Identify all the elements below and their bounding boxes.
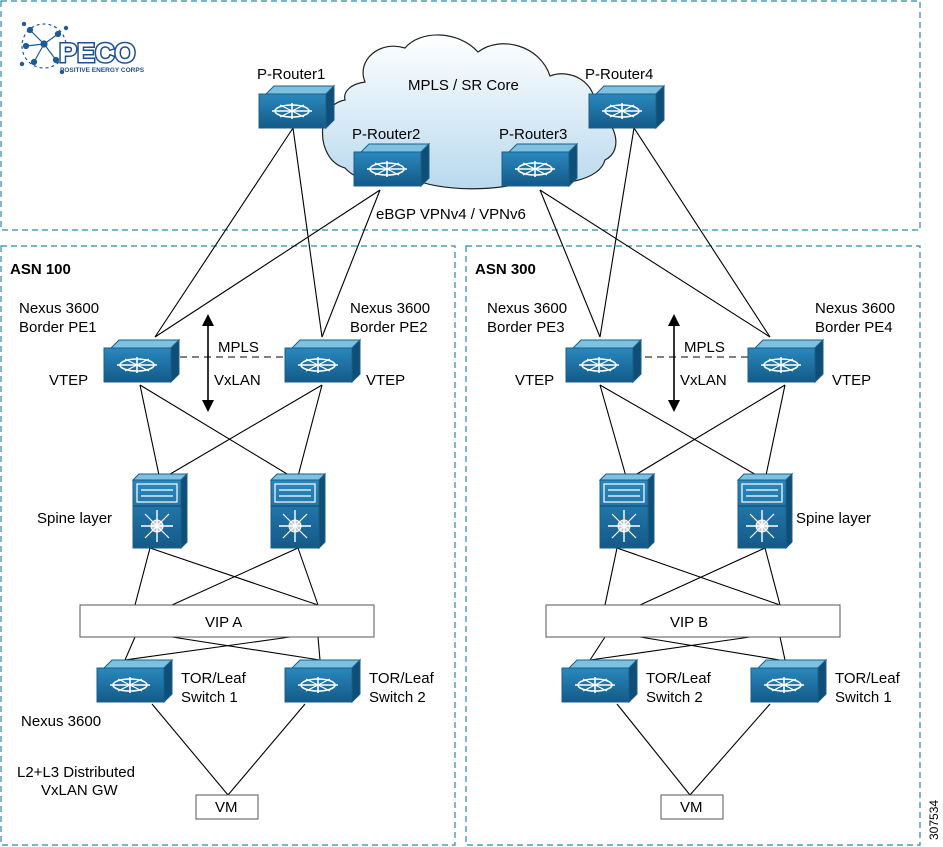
asn100-tor2-label-line2: Switch 2 [369,689,426,706]
pe4-vtep-label: VTEP [832,372,871,389]
peco-logo: PECO POSITIVE ENERGY CORPS [19,21,145,75]
core-region-box [0,0,921,231]
p-router3-label: P-Router3 [499,126,567,143]
asn300-vxlan-label: VxLAN [680,372,727,389]
asn100-label: ASN 100 [10,261,71,278]
pe3-label-line1: Nexus 3600 [487,300,567,317]
gw-label-line1: L2+L3 Distributed [17,764,135,781]
pe4-label-line2: Border PE4 [815,319,893,336]
vip-a-box [79,604,375,638]
asn300-tor2-label-line1: TOR/Leaf [646,670,712,687]
asn100-tor1-icon [96,659,173,703]
asn100-spine-label: Spine layer [37,510,112,527]
border-pe3-icon [565,339,642,383]
asn300-tor1-icon [750,659,827,703]
asn300-mpls-vxlan-marker [645,314,750,412]
p-router3-icon [501,143,578,187]
asn300-vm-label: VM [680,799,703,816]
asn100-tor2-icon [284,659,361,703]
nexus-3600-label: Nexus 3600 [21,713,101,730]
p-router2-icon [353,143,430,187]
asn100-spine2-icon [270,473,326,549]
p-router4-icon [588,85,665,129]
cloud-label: MPLS / SR Core [408,77,519,94]
asn100-mpls-vxlan-marker [180,314,285,412]
pe2-vtep-label: VTEP [366,372,405,389]
asn300-tor1-label-line1: TOR/Leaf [835,670,901,687]
pe2-label-line1: Nexus 3600 [350,300,430,317]
asn300-links [589,384,786,796]
pe1-label-line1: Nexus 3600 [19,300,99,317]
asn100-spine1-icon [132,473,188,549]
border-pe4-icon [747,339,824,383]
pe3-vtep-label: VTEP [515,372,554,389]
gw-label-line2: VxLAN GW [41,782,119,799]
border-pe2-icon [284,339,361,383]
p-router4-label: P-Router4 [585,66,653,83]
vip-b-box [545,604,841,638]
asn100-tor2-label-line1: TOR/Leaf [369,670,435,687]
asn300-tor2-label-line2: Switch 2 [646,689,703,706]
asn300-vm-box [660,794,724,820]
p-router2-label: P-Router2 [352,126,420,143]
asn300-label: ASN 300 [475,261,536,278]
core-links [154,127,771,338]
pe1-vtep-label: VTEP [49,372,88,389]
asn100-tor1-label-line1: TOR/Leaf [181,670,247,687]
asn300-spine-label: Spine layer [796,510,871,527]
asn100-tor1-label-line2: Switch 1 [181,689,238,706]
pe3-label-line2: Border PE3 [487,319,565,336]
asn300-tor1-label-line2: Switch 1 [835,689,892,706]
asn300-mpls-label: MPLS [684,339,725,356]
asn100-region-box [0,245,456,846]
vip-a-label: VIP A [205,614,242,631]
p-router1-icon [258,85,335,129]
logo-name: PECO [59,38,136,68]
asn300-region-box [465,245,921,846]
vip-b-label: VIP B [670,614,708,631]
pe4-label-line1: Nexus 3600 [815,300,895,317]
asn300-tor2-icon [561,659,638,703]
asn100-vm-box [195,794,259,820]
logo-network-icon [19,21,69,75]
asn100-vxlan-label: VxLAN [214,372,261,389]
p-router1-label: P-Router1 [257,66,325,83]
asn100-vm-label: VM [215,799,238,816]
ebgp-label: eBGP VPNv4 / VPNv6 [376,206,526,223]
border-pe1-icon [103,339,180,383]
asn100-mpls-label: MPLS [218,339,259,356]
pe2-label-line2: Border PE2 [350,319,428,336]
logo-tagline: POSITIVE ENERGY CORPS [60,67,145,74]
asn300-spine2-icon [737,473,793,549]
asn300-spine1-icon [599,473,655,549]
pe1-label-line2: Border PE1 [19,319,97,336]
figure-id: 307534 [927,800,941,840]
asn100-links [124,384,323,796]
